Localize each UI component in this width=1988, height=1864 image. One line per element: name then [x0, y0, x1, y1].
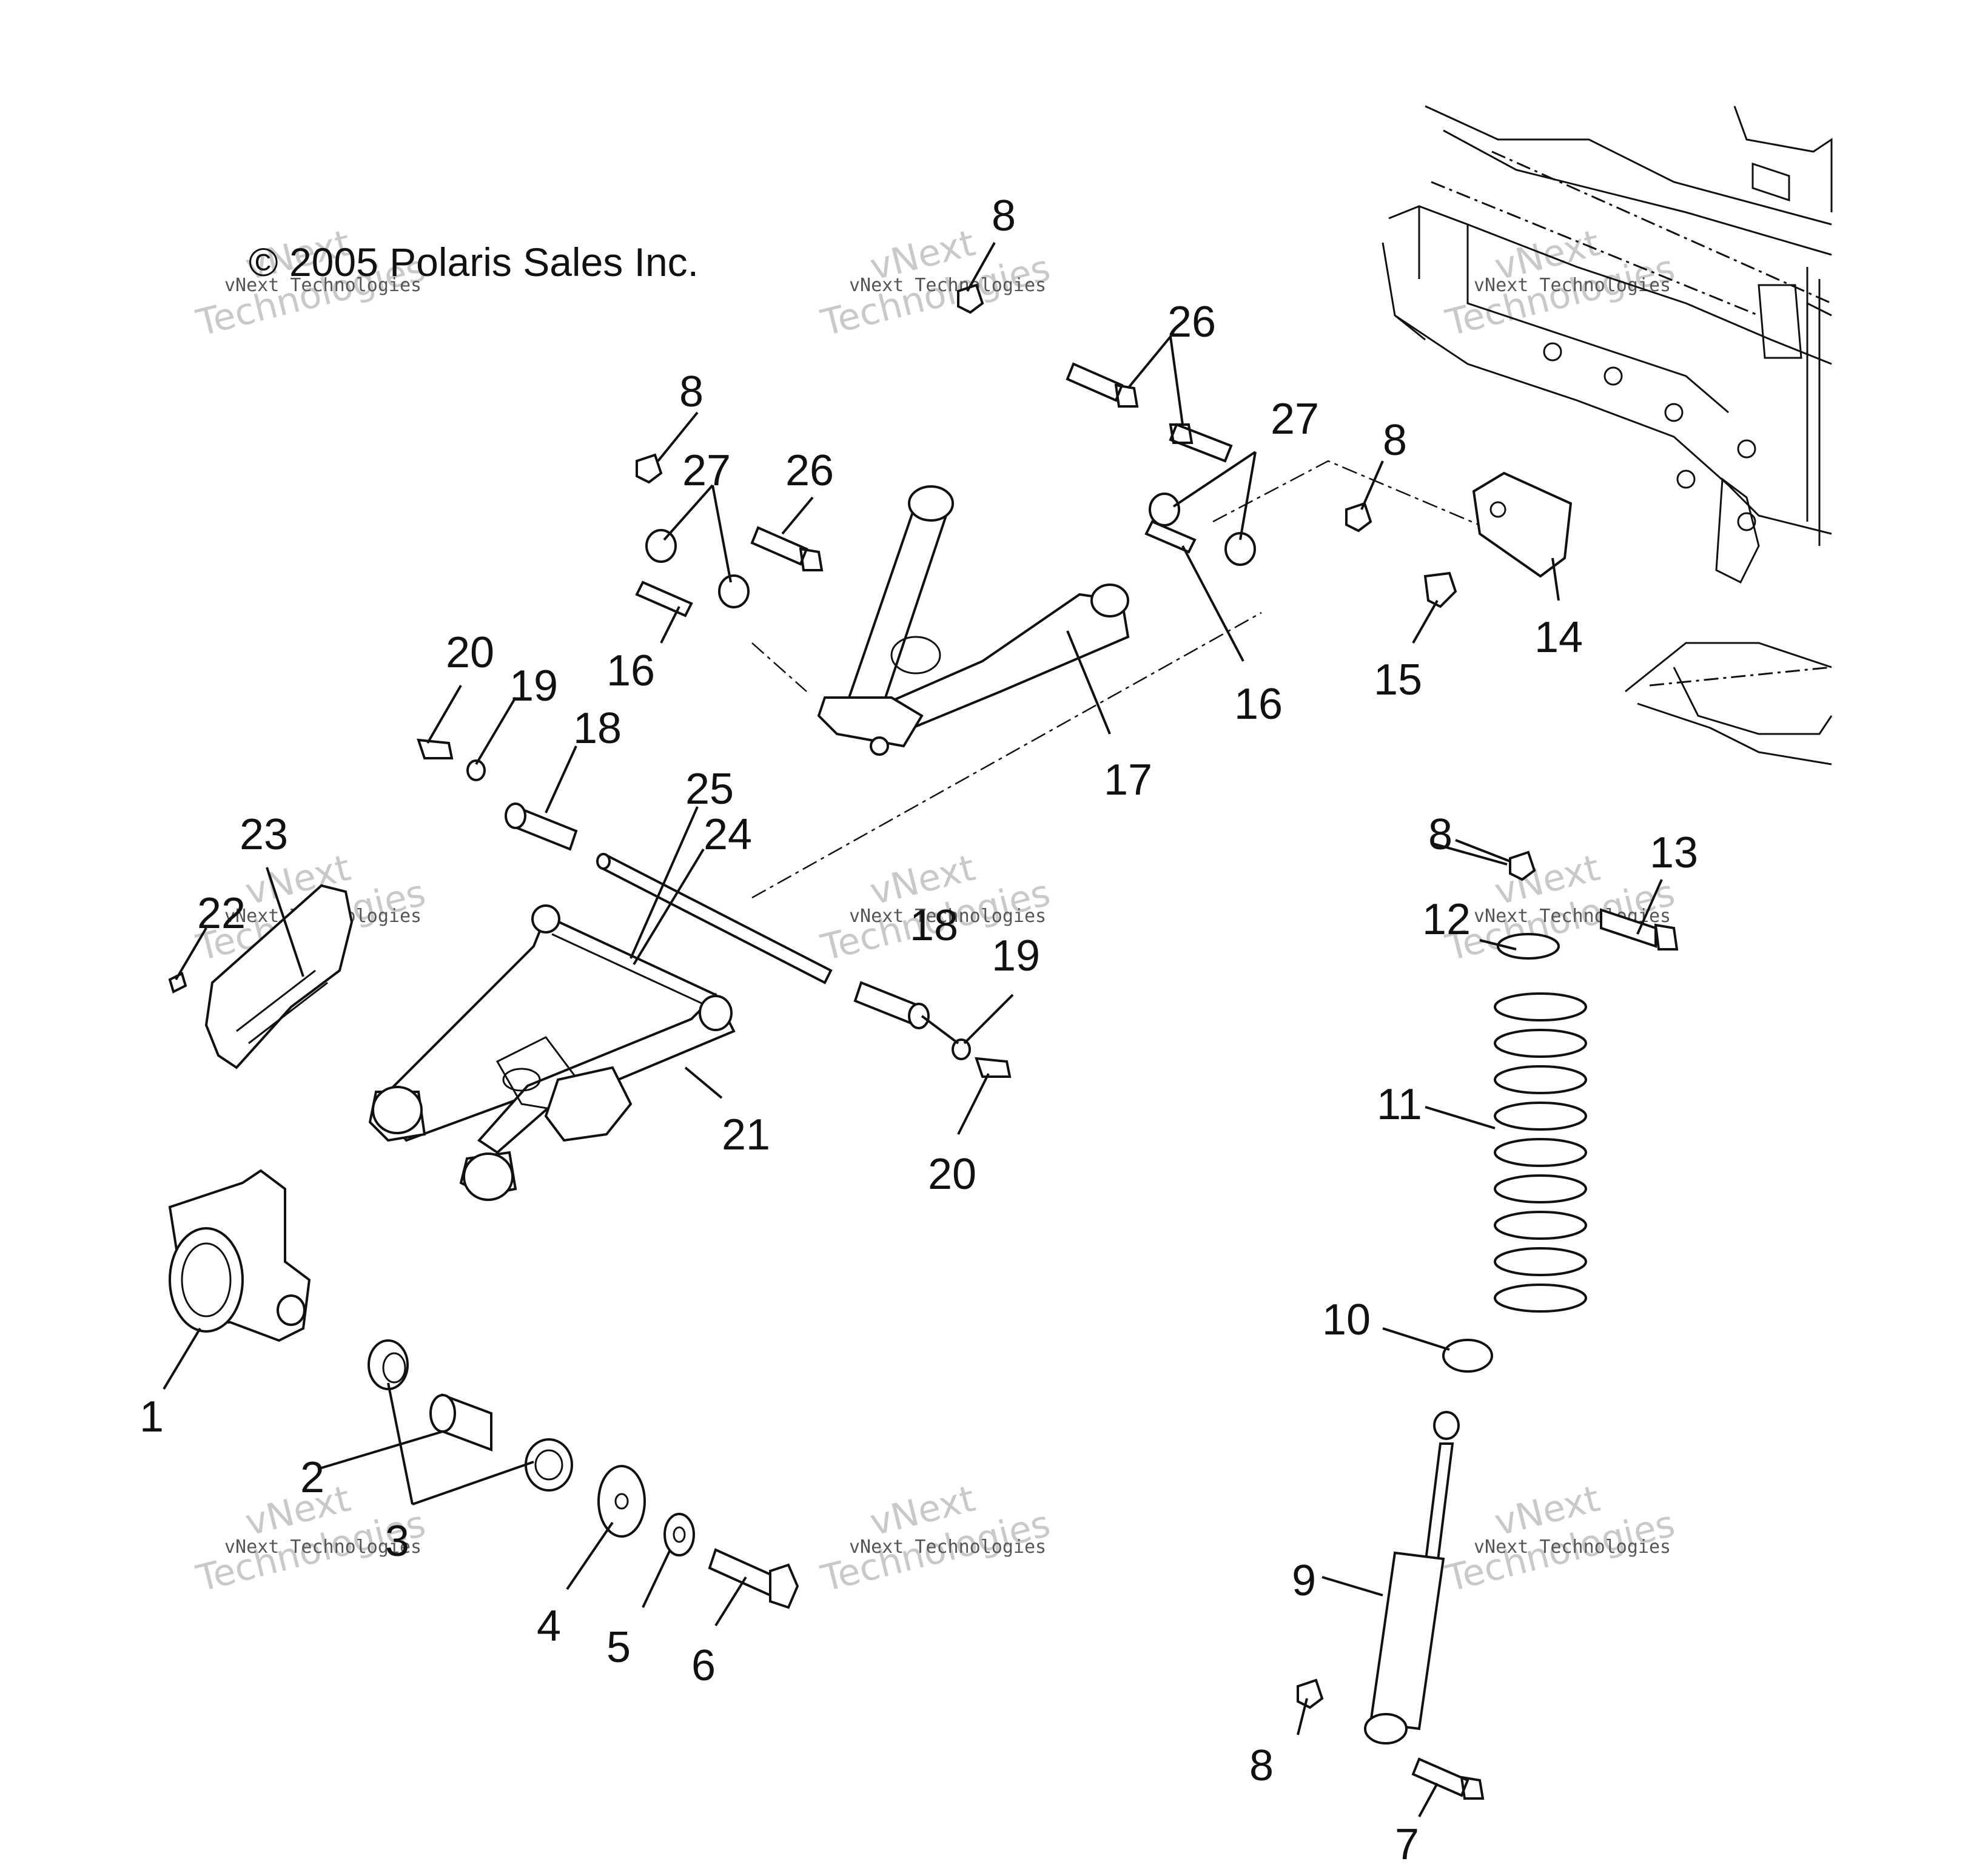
centerline	[1212, 460, 1486, 529]
bushing-set	[368, 1339, 573, 1492]
nut-8-left	[636, 453, 663, 484]
shock-bracket-hole	[1489, 501, 1506, 518]
callout-5: 5	[606, 1623, 631, 1672]
small-washer	[663, 1513, 695, 1556]
watermark-small: vNext Technologies	[1474, 1536, 1671, 1558]
callout-13: 13	[1650, 829, 1698, 877]
bushing-27-c	[1149, 493, 1180, 527]
washer-19-right	[952, 1038, 971, 1060]
callout-1: 1	[139, 1393, 164, 1441]
shock-bracket	[1472, 471, 1573, 578]
pin-18-left	[505, 802, 578, 851]
callout-16-right: 16	[1234, 680, 1283, 728]
large-washer	[597, 1465, 646, 1538]
shock-absorber	[1364, 1411, 1460, 1745]
callout-8-shock: 8	[1249, 1741, 1274, 1790]
callout-26-left: 26	[785, 446, 834, 495]
callout-8-spring: 8	[1428, 810, 1452, 859]
large-washer-hole	[614, 1493, 629, 1510]
watermark-small: vNext Technologies	[224, 275, 421, 296]
bolt-20-left	[417, 738, 454, 759]
callout-2: 2	[300, 1453, 324, 1502]
nut-8-right	[1345, 502, 1372, 533]
bolt-26-upper	[1066, 362, 1139, 408]
pivot-shaft	[596, 853, 833, 984]
watermark-small: vNext Technologies	[849, 906, 1046, 927]
shock-bolt-lower	[1411, 1757, 1485, 1800]
nut-8-shock	[1297, 1678, 1324, 1709]
callout-24: 24	[704, 810, 752, 859]
callout-17: 17	[1104, 756, 1152, 804]
watermark: vNext Technologies	[1442, 1478, 1679, 1601]
callout-27-left: 27	[682, 446, 731, 495]
bushing-16-left	[635, 580, 693, 617]
callout-7: 7	[1395, 1820, 1419, 1864]
nut-8-top	[957, 283, 984, 314]
centerline	[751, 642, 807, 692]
callout-19-left: 19	[509, 662, 558, 710]
pin-18-right	[853, 981, 930, 1029]
callout-20-left: 20	[446, 628, 494, 677]
callout-12: 12	[1422, 895, 1471, 944]
watermark-small: vNext Technologies	[224, 1536, 421, 1558]
bearing-carrier	[168, 1169, 311, 1342]
callout-20-right: 20	[928, 1150, 976, 1199]
callout-25: 25	[685, 765, 734, 813]
callout-14: 14	[1534, 613, 1583, 662]
callout-18-right: 18	[910, 901, 958, 950]
callout-22: 22	[197, 889, 246, 938]
small-washer-hole	[673, 1526, 686, 1543]
callout-11: 11	[1377, 1080, 1422, 1129]
callout-18-left: 18	[573, 704, 622, 753]
callout-6: 6	[691, 1641, 716, 1690]
watermark-small: vNext Technologies	[849, 275, 1046, 296]
watermark-small: vNext Technologies	[849, 1536, 1046, 1558]
callout-19-right: 19	[992, 932, 1040, 980]
bushing-27-b	[718, 574, 750, 608]
callout-27-right: 27	[1271, 395, 1319, 443]
bracket-bolt	[1423, 571, 1457, 608]
callout-8-top: 8	[992, 192, 1016, 240]
callout-8-left: 8	[679, 368, 704, 416]
copyright-text: © 2005 Polaris Sales Inc.	[249, 240, 699, 284]
shield-plate	[168, 884, 354, 1069]
callout-3: 3	[385, 1517, 409, 1566]
watermark: vNext Technologies	[817, 1478, 1055, 1601]
centerline	[751, 611, 1262, 899]
callout-4: 4	[537, 1602, 561, 1650]
coil-spring	[1494, 992, 1587, 1313]
carrier-bolt	[708, 1548, 799, 1609]
callout-10: 10	[1322, 1296, 1371, 1344]
washer-19-left	[466, 759, 486, 781]
bolt-26-lower	[1169, 423, 1233, 463]
spring-seat	[1442, 1339, 1493, 1373]
upper-control-arm	[817, 485, 1130, 756]
bolt-20-right	[975, 1057, 1012, 1078]
bolt-26-left	[750, 526, 824, 571]
lower-control-arm	[368, 904, 736, 1201]
vehicle-frame	[1382, 105, 1833, 765]
bushing-27-a	[645, 529, 677, 563]
nut-8-spring	[1509, 850, 1536, 881]
callout-23: 23	[240, 810, 288, 859]
bushing-16-right	[1144, 520, 1197, 554]
callout-8-right: 8	[1383, 416, 1407, 465]
callout-labels: 1 2 3 4 5 6 7 8 8 8 8 8 9 10 11 12 13 14…	[139, 192, 1698, 1864]
callout-16-left: 16	[606, 647, 655, 695]
watermark-small: vNext Technologies	[1474, 275, 1671, 296]
leader-lines	[163, 242, 1663, 1817]
spring-retainer	[1497, 933, 1560, 960]
callout-26-top: 26	[1167, 298, 1216, 346]
callout-9: 9	[1292, 1556, 1316, 1605]
callout-15: 15	[1374, 656, 1422, 704]
callout-21: 21	[722, 1111, 770, 1159]
